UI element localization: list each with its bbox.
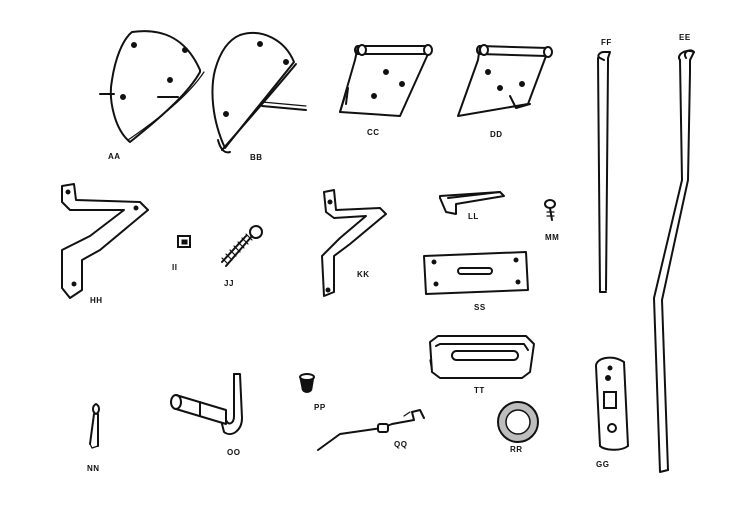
part-gg-drawing (595, 356, 629, 451)
part-jj-drawing (221, 225, 263, 267)
part-label-pp: PP (314, 403, 326, 412)
part-label-hh: HH (90, 296, 103, 305)
part-label-kk: KK (357, 270, 370, 279)
part-ll-drawing (439, 191, 505, 215)
part-label-bb: BB (250, 153, 263, 162)
part-qq-drawing (317, 409, 425, 451)
part-label-cc: CC (367, 128, 380, 137)
part-rr-drawing (497, 401, 539, 443)
part-cc-drawing (339, 44, 433, 117)
part-bb-drawing (211, 32, 307, 154)
part-label-ii: II (172, 263, 178, 272)
part-ss-drawing (423, 251, 529, 295)
part-label-qq: QQ (394, 440, 408, 449)
part-mm-drawing (544, 199, 556, 221)
part-label-ff: FF (601, 38, 612, 47)
part-aa-drawing (99, 30, 205, 143)
part-ii-drawing (177, 235, 191, 248)
part-label-nn: NN (87, 464, 100, 473)
part-ee-drawing (653, 49, 695, 473)
part-label-aa: AA (108, 152, 121, 161)
part-dd-drawing (457, 44, 553, 117)
part-label-ll: LL (468, 212, 479, 221)
part-kk-drawing (321, 189, 387, 297)
part-label-gg: GG (596, 460, 610, 469)
part-label-tt: TT (474, 386, 485, 395)
part-ff-drawing (597, 51, 611, 293)
part-oo-drawing (170, 373, 243, 436)
part-label-rr: RR (510, 445, 523, 454)
part-tt-drawing (429, 335, 535, 379)
part-label-dd: DD (490, 130, 503, 139)
part-label-oo: OO (227, 448, 241, 457)
part-pp-drawing (299, 373, 315, 393)
part-label-ee: EE (679, 33, 691, 42)
part-label-mm: MM (545, 233, 560, 242)
part-label-jj: JJ (224, 279, 234, 288)
part-label-ss: SS (474, 303, 486, 312)
part-nn-drawing (89, 403, 100, 449)
part-hh-drawing (61, 183, 149, 299)
